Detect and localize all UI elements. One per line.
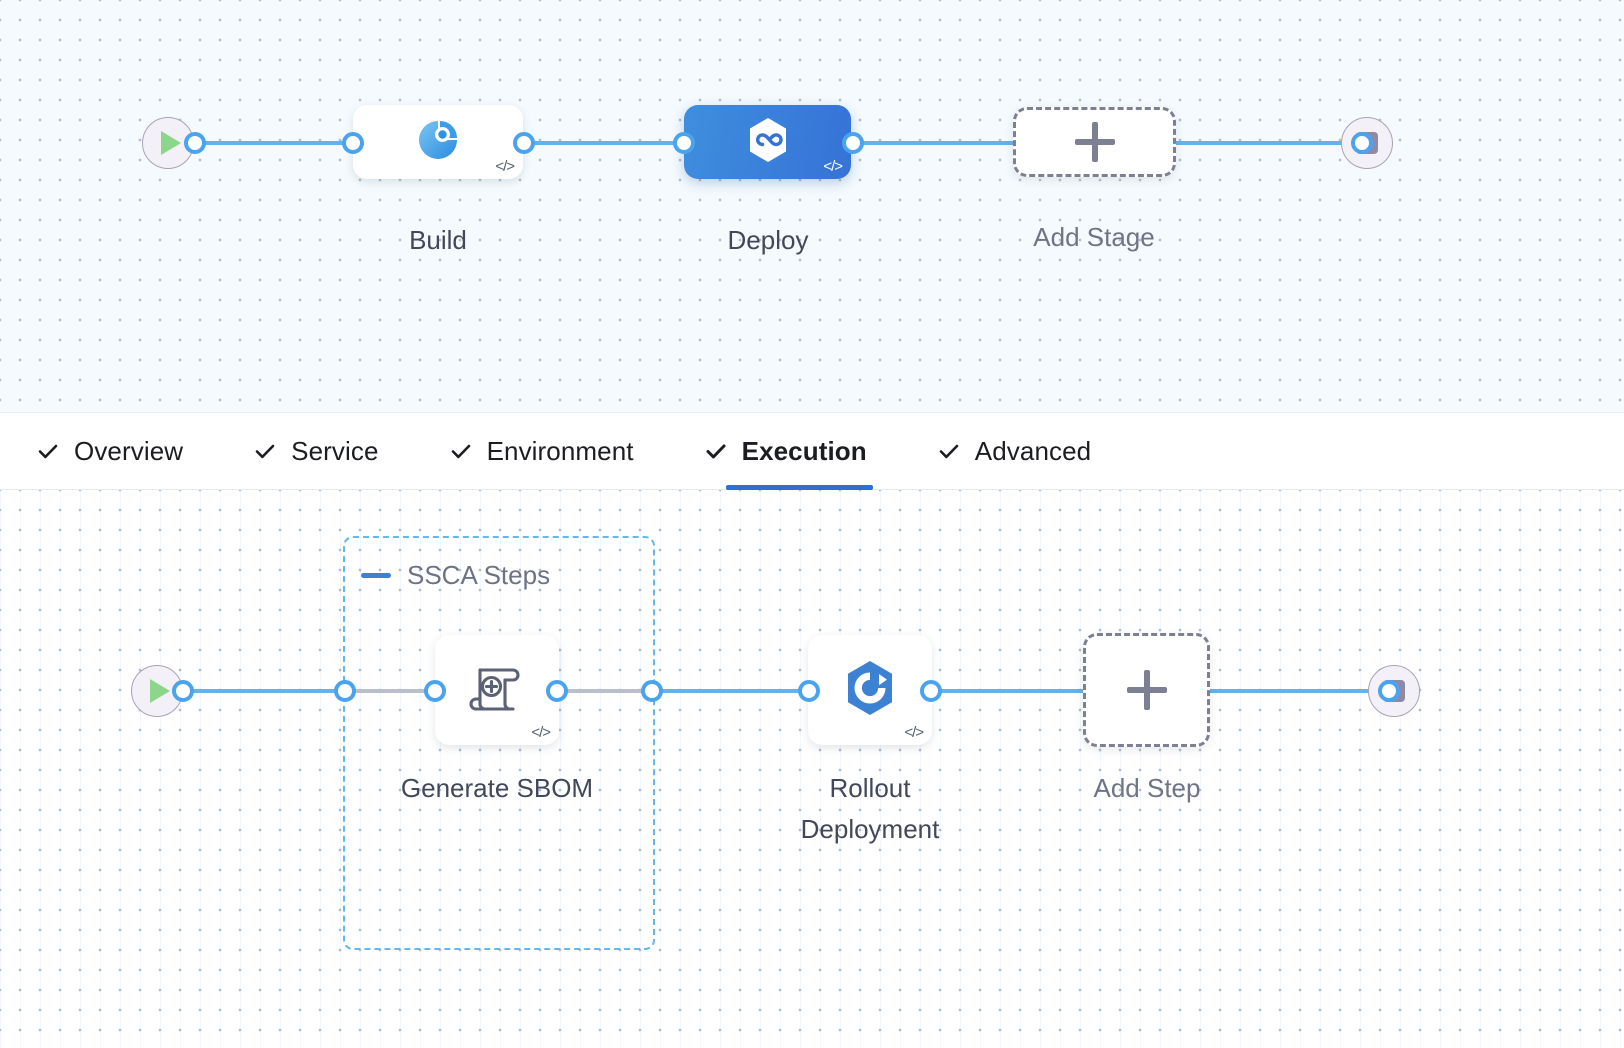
- step-label-rollout-deployment: Rollout Deployment: [800, 773, 940, 844]
- code-badge: </>: [531, 724, 551, 741]
- stage-label-build: Build: [409, 225, 467, 255]
- code-badge: </>: [904, 724, 924, 741]
- step-end-port[interactable]: [1378, 680, 1400, 702]
- play-icon: [161, 131, 181, 155]
- add-step-button[interactable]: [1083, 633, 1210, 747]
- step-connector-start-group: [174, 689, 350, 693]
- stage-canvas[interactable]: </> Build </> Deploy Add Stage: [0, 0, 1624, 412]
- tab-environment[interactable]: Environment: [445, 412, 638, 490]
- tab-label: Execution: [741, 435, 867, 466]
- step-group-title: SSCA Steps: [407, 560, 551, 590]
- step-sbom-input-port[interactable]: [424, 680, 446, 702]
- step-sbom-output-port[interactable]: [546, 680, 568, 702]
- stage-deploy-output-port[interactable]: [842, 132, 864, 154]
- stage-config-tabs: Overview Service Environment Execution A: [0, 412, 1624, 490]
- stage-connector-deploy-addstage: [842, 141, 1104, 145]
- step-start-port[interactable]: [172, 680, 194, 702]
- tab-label: Service: [291, 435, 379, 466]
- stage-connector-addstage-end: [1160, 141, 1360, 145]
- step-group-input-port[interactable]: [334, 680, 356, 702]
- check-icon: [36, 439, 60, 463]
- cd-deploy-hexagon-icon: [742, 114, 794, 171]
- step-label-generate-sbom: Generate SBOM: [400, 773, 594, 803]
- check-icon: [704, 439, 728, 463]
- step-group-header[interactable]: SSCA Steps: [361, 560, 550, 591]
- stage-node-deploy[interactable]: </>: [684, 105, 851, 179]
- stage-deploy-input-port[interactable]: [673, 132, 695, 154]
- execution-steps-canvas[interactable]: SSCA Steps: [0, 490, 1624, 1048]
- stage-end-port[interactable]: [1351, 132, 1373, 154]
- tab-label: Advanced: [974, 435, 1092, 466]
- step-rollout-output-port[interactable]: [920, 680, 942, 702]
- add-stage-label: Add Stage: [1033, 222, 1155, 252]
- plus-icon: [1074, 122, 1115, 162]
- stage-label-deploy: Deploy: [727, 225, 809, 255]
- step-connector-group-rollout: [650, 689, 818, 693]
- ci-build-icon: [414, 116, 462, 169]
- code-badge: </>: [495, 158, 515, 175]
- code-badge: </>: [823, 158, 843, 175]
- step-connector-sbom-groupout-dashed: [552, 689, 656, 693]
- minus-icon[interactable]: [361, 573, 391, 578]
- tab-execution[interactable]: Execution: [700, 412, 873, 490]
- stage-build-output-port[interactable]: [513, 132, 535, 154]
- step-group-output-port[interactable]: [641, 680, 663, 702]
- check-icon: [449, 439, 473, 463]
- step-node-generate-sbom[interactable]: </>: [435, 635, 559, 745]
- stage-build-input-port[interactable]: [342, 132, 364, 154]
- check-icon: [253, 439, 277, 463]
- stage-connector-start-build: [186, 141, 366, 145]
- step-node-rollout-deployment[interactable]: </>: [808, 635, 932, 745]
- k8s-rollout-hexagon-icon: [839, 657, 901, 724]
- tab-label: Overview: [74, 435, 184, 466]
- step-connector-group-sbom-dashed: [348, 689, 438, 693]
- tab-label: Environment: [486, 435, 634, 466]
- check-icon: [937, 439, 961, 463]
- add-stage-button[interactable]: [1013, 107, 1176, 177]
- add-step-label: Add Step: [1093, 773, 1201, 803]
- step-connector-addstep-end: [1200, 689, 1386, 693]
- stage-start-port[interactable]: [184, 132, 206, 154]
- stage-node-build[interactable]: </>: [353, 105, 523, 179]
- play-icon: [150, 679, 170, 703]
- step-rollout-input-port[interactable]: [798, 680, 820, 702]
- step-connector-rollout-addstep: [926, 689, 1166, 693]
- tab-overview[interactable]: Overview: [32, 412, 187, 490]
- stage-connector-build-deploy: [515, 141, 705, 145]
- plus-icon: [1126, 670, 1167, 710]
- scroll-plus-icon: [465, 656, 529, 725]
- step-group-ssca-steps[interactable]: [343, 536, 655, 950]
- tab-service[interactable]: Service: [249, 412, 382, 490]
- tab-advanced[interactable]: Advanced: [933, 412, 1095, 490]
